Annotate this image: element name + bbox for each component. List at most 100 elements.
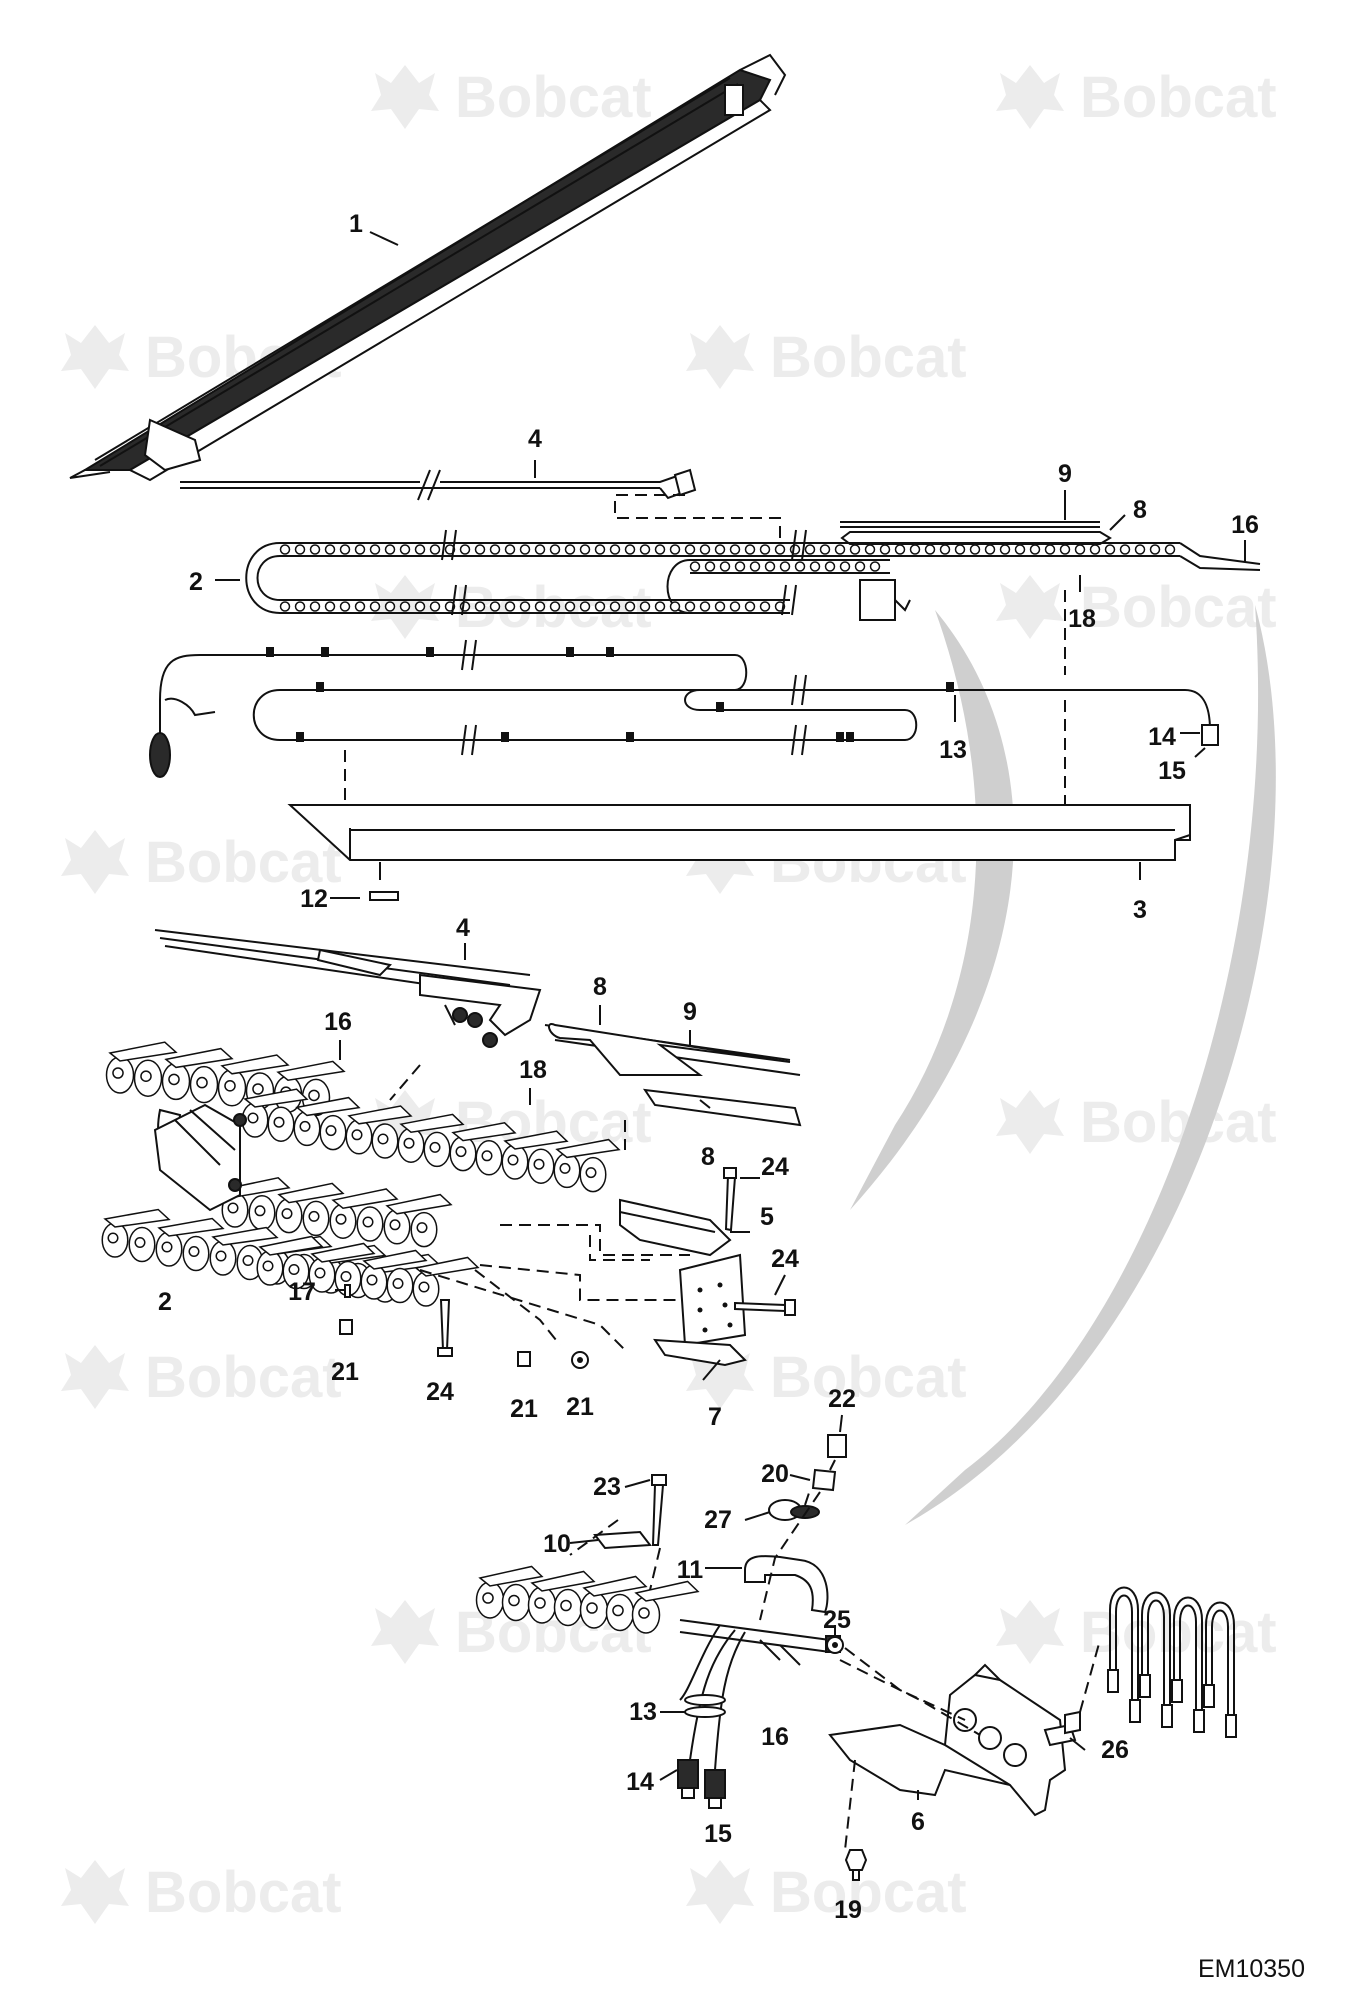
svg-text:Bobcat: Bobcat	[1080, 1600, 1277, 1665]
callout-10: 10	[543, 1530, 571, 1558]
part-26-elbow-fitting	[1043, 1710, 1081, 1747]
chain-link	[639, 544, 651, 555]
chain-link	[369, 601, 381, 612]
watermark: Bobcat	[996, 1600, 1277, 1665]
chain-link	[579, 544, 591, 555]
svg-text:Bobcat: Bobcat	[145, 1345, 342, 1410]
chain-link	[609, 601, 621, 612]
harness-clip	[846, 732, 854, 742]
chain-link	[774, 544, 786, 555]
chain-link	[579, 601, 591, 612]
chain-link	[794, 561, 806, 572]
chain-link	[654, 544, 666, 555]
part-9-strip	[840, 521, 1100, 528]
part-24-bolt-a	[723, 1167, 737, 1232]
chain-link	[744, 601, 756, 612]
chain-link	[399, 544, 411, 555]
chain-link	[669, 544, 681, 555]
callout-12: 12	[300, 885, 328, 913]
chain-link	[504, 544, 516, 555]
chain-link	[854, 561, 866, 572]
callout-2-top: 2	[189, 568, 203, 596]
callout-21-a: 21	[331, 1358, 359, 1386]
part-21-nut-b	[517, 1351, 531, 1367]
part-7-bracket	[653, 1253, 747, 1367]
callout-17: 17	[288, 1278, 316, 1306]
harness-clip	[566, 647, 574, 657]
harness-clip	[946, 682, 954, 692]
chain-link	[369, 544, 381, 555]
harness-clip	[836, 732, 844, 742]
chain-link	[609, 544, 621, 555]
chain-link	[759, 601, 771, 612]
part-1-beam-assembly	[69, 53, 787, 482]
hose-bundle	[1107, 1586, 1237, 1738]
chain-link	[309, 601, 321, 612]
chain-link	[339, 601, 351, 612]
chain-link	[839, 561, 851, 572]
callout-21-c: 21	[566, 1393, 594, 1421]
callout-21-b: 21	[510, 1395, 538, 1423]
harness-clip	[316, 682, 324, 692]
chain-link	[549, 601, 561, 612]
watermark: Bobcat	[996, 65, 1277, 130]
part-2-cable-chain	[245, 542, 1261, 621]
svg-text:Bobcat: Bobcat	[145, 1860, 342, 1925]
chain-link	[864, 544, 876, 555]
chain-link	[759, 544, 771, 555]
chain-link	[719, 561, 731, 572]
chain-link	[654, 601, 666, 612]
callout-18-top: 18	[1068, 605, 1096, 633]
chain-link	[549, 544, 561, 555]
chain-link	[789, 544, 801, 555]
chain-link	[294, 601, 306, 612]
chain-link	[624, 544, 636, 555]
callout-27: 27	[704, 1506, 732, 1534]
chain-link	[809, 561, 821, 572]
part-8-strip-detail	[642, 1088, 802, 1127]
watermark: Bobcat	[371, 65, 652, 130]
harness-clip	[266, 647, 274, 657]
chain-link	[1089, 544, 1101, 555]
chain-link	[279, 601, 291, 612]
callout-24-middle-a: 24	[761, 1153, 789, 1181]
part-12-pad	[369, 891, 399, 901]
part-10-plate	[593, 1530, 652, 1550]
chain-link	[594, 601, 606, 612]
callout-15-top: 15	[1158, 757, 1186, 785]
chain-link	[399, 601, 411, 612]
part-6-mount-bracket	[828, 1663, 1067, 1817]
callout-leaders	[215, 231, 1246, 1800]
watermark: Bobcat	[996, 575, 1277, 640]
callout-16-bottom: 16	[761, 1723, 789, 1751]
chain-link	[1074, 544, 1086, 555]
chain-link	[999, 544, 1011, 555]
part-18-cable-chain-detail	[105, 1041, 621, 1193]
callout-14-top: 14	[1148, 723, 1176, 751]
chain-link	[354, 601, 366, 612]
chain-link	[324, 601, 336, 612]
chain-link	[279, 544, 291, 555]
chain-link	[1164, 544, 1176, 555]
part-21-nut-c	[571, 1351, 589, 1369]
callout-13-top: 13	[939, 736, 967, 764]
sweep-arrow-lower	[905, 605, 1276, 1525]
part-19-bolt	[844, 1849, 868, 1881]
svg-text:Bobcat: Bobcat	[1080, 1090, 1277, 1155]
chain-link	[624, 601, 636, 612]
callout-22: 22	[828, 1385, 856, 1413]
chain-link	[1044, 544, 1056, 555]
chain-link	[819, 544, 831, 555]
callout-25: 25	[823, 1606, 851, 1634]
watermark: Bobcat	[686, 1345, 967, 1410]
callout-18-middle: 18	[519, 1056, 547, 1084]
chain-link	[1119, 544, 1131, 555]
callout-15-bottom: 15	[704, 1820, 732, 1848]
chain-link	[909, 544, 921, 555]
callout-9-middle: 9	[683, 998, 697, 1026]
chain-link	[384, 601, 396, 612]
chain-link	[564, 601, 576, 612]
callout-4-top: 4	[528, 425, 542, 453]
callout-3: 3	[1133, 896, 1147, 924]
chain-link	[1149, 544, 1161, 555]
